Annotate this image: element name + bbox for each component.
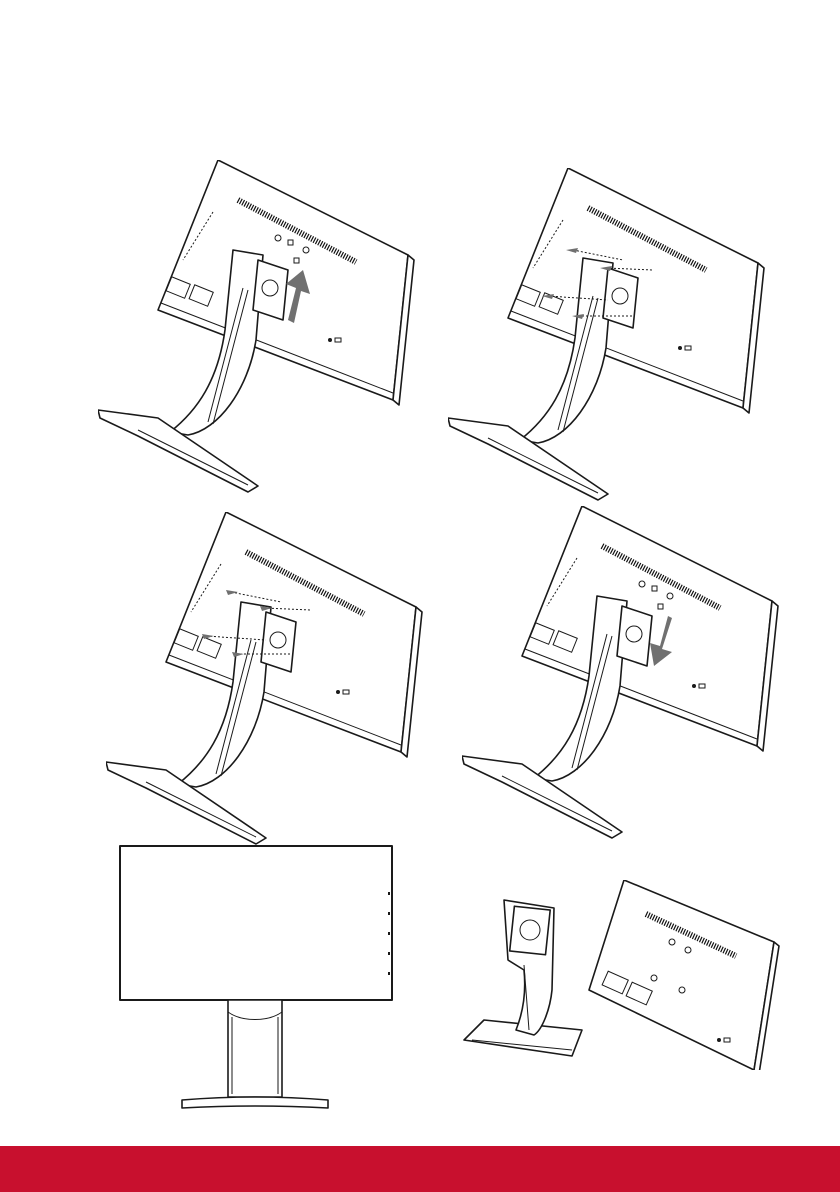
footer-bar — [0, 1146, 840, 1192]
illustration-step-1 — [98, 160, 428, 500]
stand-icon — [464, 900, 582, 1056]
illustration-separated-view — [454, 880, 790, 1070]
monitor-front-on-stand-icon — [120, 846, 392, 1108]
illustration-step-3 — [106, 512, 436, 852]
monitor-back-screws-in-icon — [106, 512, 422, 844]
monitor-back-icon — [589, 880, 779, 1070]
monitor-back-screws-out-icon — [448, 168, 764, 500]
illustration-front-view — [112, 842, 402, 1112]
monitor-back-stand-attached-arrow-up-icon — [98, 160, 414, 492]
illustration-step-4 — [462, 506, 792, 846]
stand-and-monitor-separated-icon — [464, 880, 779, 1070]
illustration-step-2 — [448, 168, 778, 508]
monitor-back-stand-slide-down-icon — [462, 506, 778, 838]
